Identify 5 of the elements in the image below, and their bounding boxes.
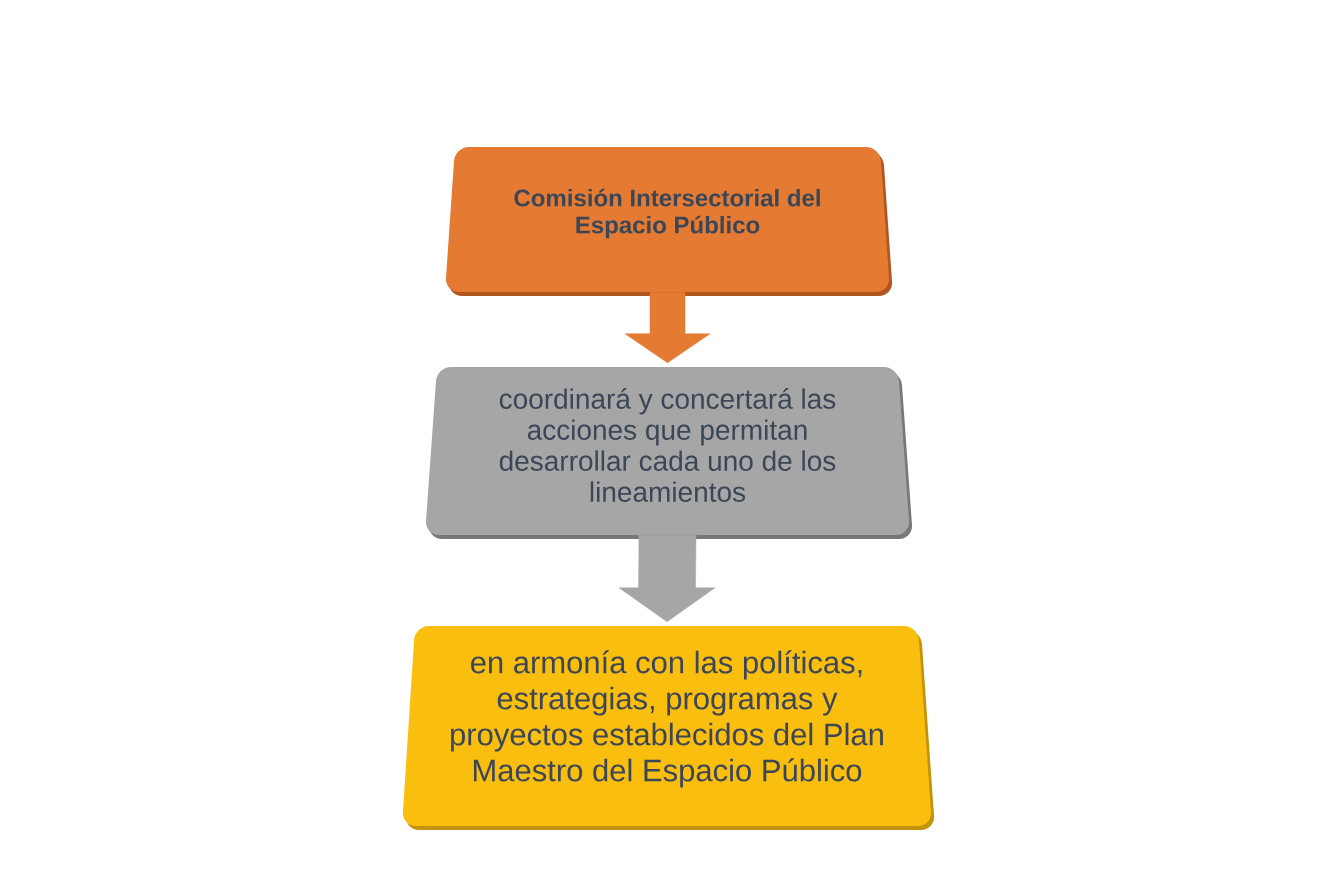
process-box: en armonía con las políticas, estrategias, programas y proyectos establecidos del Plan Maestro del Espacio Público	[402, 626, 935, 830]
process-box: Comisión Intersectorial del Espacio Público	[445, 147, 893, 296]
arrow	[624, 291, 711, 364]
arrow	[618, 534, 716, 623]
process-box: coordinará y concertará las acciones que permitan desarrollar cada uno de los lineamientos	[426, 367, 912, 539]
